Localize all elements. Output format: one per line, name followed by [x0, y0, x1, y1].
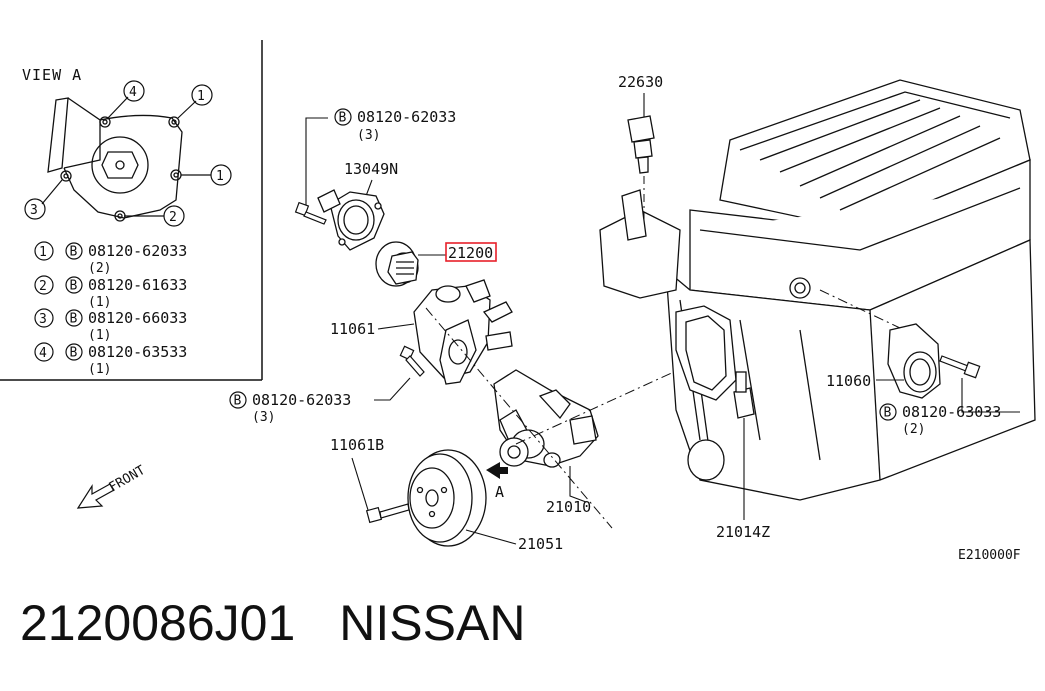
callout-1-top: 1	[197, 89, 205, 104]
thermostat-housing-drawing	[317, 189, 385, 251]
sensor-label: 22630	[618, 73, 663, 91]
bolt-small-drawing	[365, 503, 410, 524]
legend-part: 08120-61633	[88, 276, 187, 294]
front-label: FRONT	[107, 463, 149, 496]
thermostat-drawing	[375, 241, 419, 287]
legend-qty: (1)	[88, 328, 111, 343]
brand-name: NISSAN	[339, 595, 526, 651]
part-number: 2120086J01	[20, 595, 296, 651]
housing-label: 13049N	[344, 160, 398, 178]
water-pump-label: 21010	[546, 498, 591, 516]
view-a-callouts	[24, 80, 232, 227]
bolt-mark: B	[234, 394, 242, 409]
legend-num: 1	[39, 245, 47, 260]
bolt-mark: B	[339, 111, 347, 126]
view-a-arrow-icon	[486, 462, 508, 479]
legend-num: 4	[39, 346, 47, 361]
callout-1-right: 1	[216, 169, 224, 184]
outlet-label: 11060	[826, 372, 871, 390]
legend-qty: (1)	[88, 362, 111, 377]
callout-3: 3	[30, 203, 38, 218]
bolt-mid-part: 08120-62033	[252, 391, 351, 409]
legend-row-2: 2 B 08120-61633 (1)	[34, 275, 187, 310]
bolt-mid-callout: B 08120-62033 (3)	[229, 377, 411, 425]
temp-sensor-drawing	[627, 115, 655, 174]
bolt-mark: B	[70, 245, 78, 260]
pulley-drawing	[407, 449, 487, 547]
callout-2: 2	[169, 210, 177, 225]
bolt-top-callout: B 08120-62033 (3)	[305, 108, 456, 206]
legend-row-4: 4 B 08120-63533 (1)	[34, 342, 187, 377]
pump-cover-drawing	[47, 97, 183, 222]
bolt-right-callout: B 08120-63033 (2)	[879, 378, 1020, 437]
view-a-title: VIEW A	[22, 66, 82, 84]
pulley-label: 21051	[518, 535, 563, 553]
legend-num: 2	[39, 279, 47, 294]
bolt-small-label: 11061B	[330, 436, 384, 454]
view-marker: A	[495, 483, 504, 501]
callout-4: 4	[129, 85, 137, 100]
bolt-mark: B	[884, 406, 892, 421]
engine-block-drawing	[599, 79, 1036, 501]
water-pump-drawing	[493, 369, 599, 468]
legend-qty: (1)	[88, 295, 111, 310]
legend-num: 3	[39, 312, 47, 327]
legend-qty: (2)	[88, 261, 111, 276]
bolt-mark: B	[70, 312, 78, 327]
bolt-top-part: 08120-62033	[357, 108, 456, 126]
thermostat-highlight	[445, 242, 497, 262]
front-arrow-icon	[76, 483, 115, 509]
legend-row-1: 1 B 08120-62033 (2)	[34, 241, 187, 276]
bolt-mark: B	[70, 279, 78, 294]
bolt-right-drawing	[939, 355, 981, 379]
bolt-top-qty: (3)	[357, 128, 380, 143]
view-a-panel: VIEW A 4 1	[0, 40, 263, 381]
legend-part: 08120-66033	[88, 309, 187, 327]
water-inlet-label: 11061	[330, 320, 375, 338]
bolt-mid-qty: (3)	[252, 410, 275, 425]
bolt-top-drawing	[294, 201, 327, 225]
footer-caption: 2120086J01 NISSAN	[20, 598, 525, 648]
legend-part: 08120-62033	[88, 242, 187, 260]
legend-part: 08120-63533	[88, 343, 187, 361]
bolt-mark: B	[70, 346, 78, 361]
bolt-right-part: 08120-63033	[902, 403, 1001, 421]
thermostat-label[interactable]: 21200	[448, 244, 493, 262]
gasket-label: 21014Z	[716, 523, 770, 541]
bolt-right-qty: (2)	[902, 422, 925, 437]
water-inlet-drawing	[413, 279, 513, 385]
view-a-legend: 1 B 08120-62033 (2) 2 B 08120-61633 (1) …	[34, 241, 187, 377]
legend-row-3: 3 B 08120-66033 (1)	[34, 308, 187, 343]
bolt-mid-drawing	[399, 345, 425, 377]
diagram-code: E210000F	[958, 548, 1021, 563]
